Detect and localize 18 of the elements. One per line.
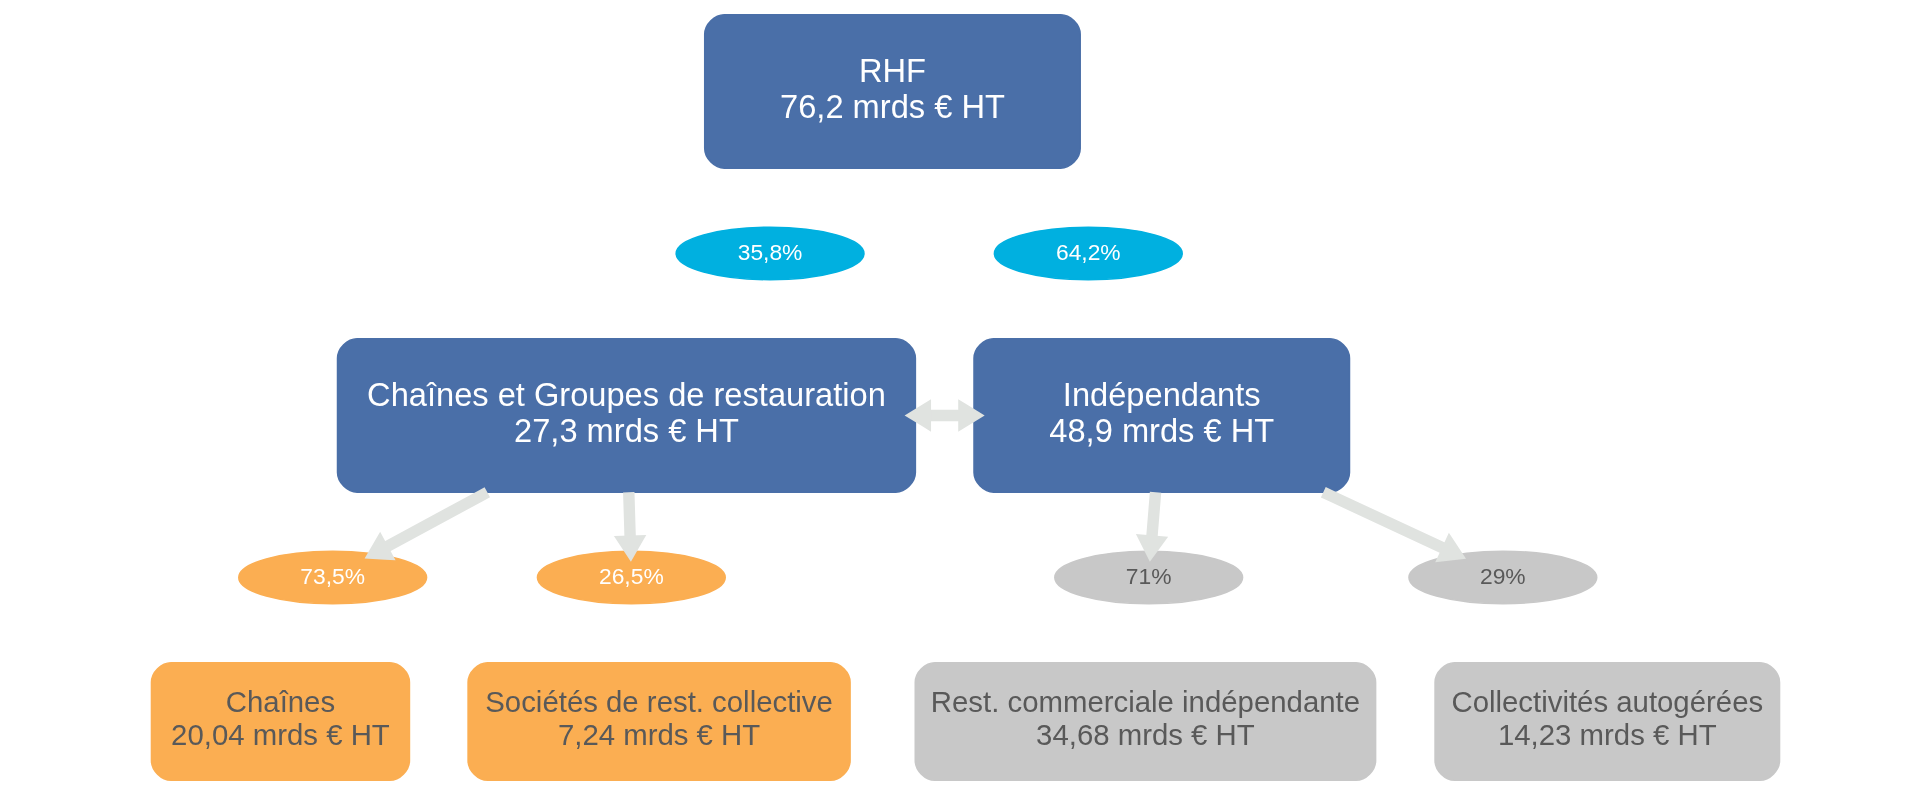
arrow xyxy=(613,492,646,562)
arrow xyxy=(364,487,490,561)
node-box: Chaînes 20,04 mrds € HT xyxy=(150,661,410,782)
node-ellipse: 71% xyxy=(1053,550,1243,605)
arrow xyxy=(1135,491,1168,562)
node-box: Collectivités autogérées 14,23 mrds € HT xyxy=(1433,661,1780,782)
arrow xyxy=(1320,487,1466,563)
node-ellipse: 64,2% xyxy=(993,226,1183,281)
node-box: Indépendants 48,9 mrds € HT xyxy=(972,337,1350,493)
node-ellipse: 73,5% xyxy=(237,550,427,605)
node-box: RHF 76,2 mrds € HT xyxy=(703,13,1081,169)
node-box: Rest. commerciale indépendante 34,68 mrds € HT xyxy=(914,661,1376,782)
node-ellipse: 29% xyxy=(1407,550,1597,605)
node-ellipse: 26,5% xyxy=(536,550,726,605)
node-ellipse: 35,8% xyxy=(674,226,865,281)
node-box: Sociétés de rest. collective 7,24 mrds € HT xyxy=(466,661,851,782)
node-box: Chaînes et Groupes de restauration 27,3 mrds € HT xyxy=(336,337,916,493)
arrow xyxy=(904,399,985,432)
